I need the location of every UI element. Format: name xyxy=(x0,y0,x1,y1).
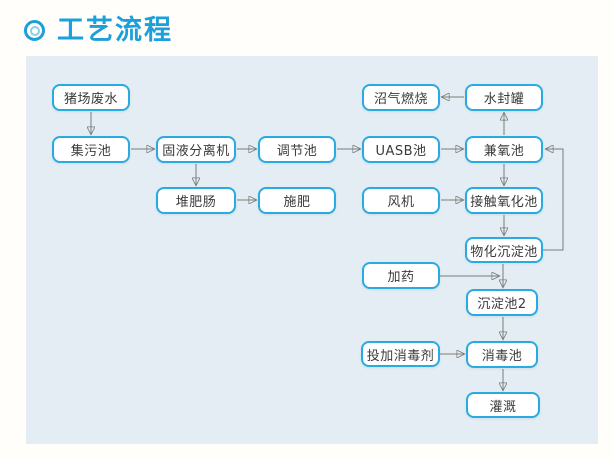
flow-node-composting: 堆肥肠 xyxy=(156,187,236,214)
flow-node-irrigation: 灌溉 xyxy=(466,392,540,418)
flow-node-physicochemical-sedimentation-pool: 物化沉淀池 xyxy=(465,237,543,263)
flow-node-fan: 风机 xyxy=(362,187,440,214)
flow-node-sewage-collection-pool: 集污池 xyxy=(52,136,130,163)
page-title: 工艺流程 xyxy=(57,15,173,46)
flow-node-pig-farm-wastewater: 猪场废水 xyxy=(52,84,130,111)
flow-node-sedimentation-pool-2: 沉淀池2 xyxy=(466,289,538,316)
flow-node-dosing: 加药 xyxy=(362,262,440,289)
flow-node-uasb-pool: UASB池 xyxy=(362,136,440,163)
flow-node-disinfection-pool: 消毒池 xyxy=(466,341,538,368)
flow-node-regulation-pool: 调节池 xyxy=(258,136,336,163)
flow-node-solid-liquid-separator: 固液分离机 xyxy=(156,136,236,163)
flow-node-fertilization: 施肥 xyxy=(258,187,336,214)
page-header: 工艺流程 xyxy=(24,16,173,46)
flow-node-contact-oxidation-pool: 接触氧化池 xyxy=(465,187,543,214)
flow-node-disinfectant-dosing: 投加消毒剂 xyxy=(361,341,440,367)
flow-node-water-seal-tank: 水封罐 xyxy=(465,84,543,111)
flow-node-biogas-combustion: 沼气燃烧 xyxy=(362,84,440,111)
double-circle-icon xyxy=(24,20,45,42)
double-circle-icon-inner xyxy=(29,25,40,36)
flow-node-facultative-pool: 兼氧池 xyxy=(465,136,543,163)
